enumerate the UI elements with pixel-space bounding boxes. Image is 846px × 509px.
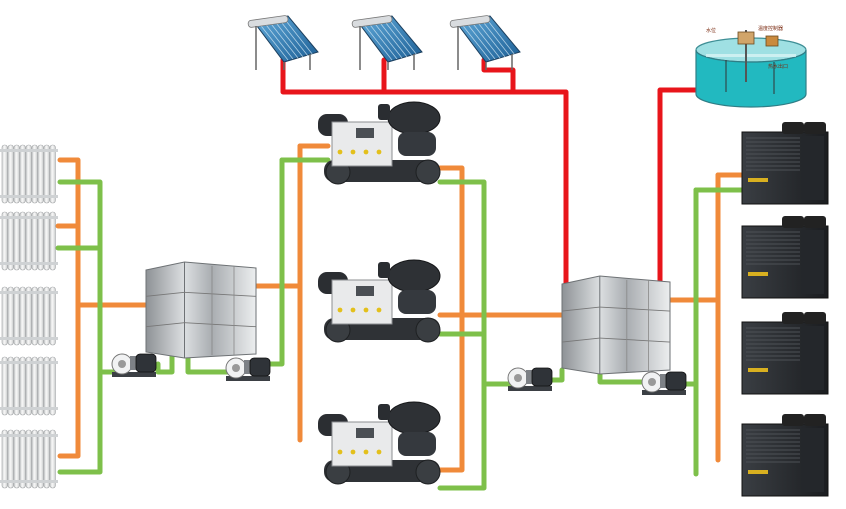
- radiator-3: [0, 286, 58, 346]
- solar-main-pipe: [280, 57, 569, 287]
- steel-buffer-tanks: [145, 261, 671, 375]
- heat-pump-2: [741, 216, 829, 299]
- solar-collector-2: [351, 15, 423, 70]
- pump-3-to-tank: [545, 367, 565, 383]
- chiller-bank: [318, 101, 441, 485]
- radiator-1: [0, 144, 58, 204]
- chiller-unit-1: [318, 101, 441, 185]
- tank-label-2: 温度控制器: [758, 25, 783, 32]
- heat-pump-bank: [741, 122, 829, 497]
- open-hot-water-tank: 水位 温度控制器 热水出口: [695, 25, 807, 108]
- steel-buffer-tank-left: [145, 261, 257, 359]
- chiller-supply-riser-right: [437, 165, 465, 473]
- solar-collector-3: [449, 15, 521, 70]
- chiller-unit-2: [318, 259, 441, 343]
- pump-2-to-chillers: [267, 157, 285, 367]
- tank-label-3: 热水出口: [768, 63, 788, 70]
- pump-1-to-tank: [155, 349, 175, 375]
- heat-pump-4: [741, 414, 829, 497]
- return-pipes: [55, 157, 748, 491]
- solar-collector-array: [247, 15, 521, 70]
- pump-4: [641, 371, 687, 395]
- heat-pump-1: [741, 122, 829, 205]
- radiator-return-riser: [57, 179, 103, 475]
- solar-branch-pipe-3: [481, 57, 516, 95]
- radiator-column: [0, 144, 58, 489]
- tank-label-1: 水位: [706, 27, 716, 34]
- hot-tank-feed-pipe: [657, 87, 703, 287]
- steel-buffer-tank-right: [561, 275, 671, 375]
- radiator-supply-riser: [57, 157, 81, 459]
- circulation-pumps: [111, 353, 687, 395]
- heat-pump-3: [741, 312, 829, 395]
- radiator-2: [0, 211, 58, 271]
- radiator-4: [0, 356, 58, 416]
- chiller-unit-3: [318, 401, 441, 485]
- solar-collector-1: [247, 15, 319, 70]
- solar-hot-water-pipes: [280, 57, 703, 287]
- pump-2: [225, 357, 271, 381]
- radiator-5: [0, 429, 58, 489]
- pump-3: [507, 367, 553, 391]
- left-tank-return: [185, 349, 235, 375]
- pump-1: [111, 353, 157, 377]
